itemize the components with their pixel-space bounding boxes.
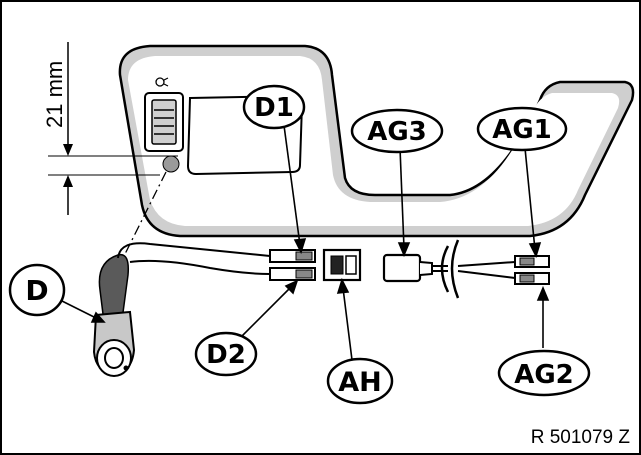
dimension-label: 21 mm	[42, 61, 67, 128]
leader-lines	[59, 117, 550, 361]
callout-d: D	[8, 263, 66, 317]
callout-ag1-label: AG1	[492, 115, 552, 145]
switch-d	[92, 253, 136, 377]
callout-ag3: AG3	[350, 108, 444, 154]
callout-ag2: AG2	[497, 349, 591, 397]
callout-d2-label: D2	[206, 340, 246, 370]
callout-ag1: AG1	[476, 106, 568, 152]
wiring-harness	[117, 239, 550, 299]
callout-ah-label: AH	[338, 367, 382, 398]
reference-code: R 501079 Z	[531, 427, 631, 448]
callout-ah: AH	[326, 357, 394, 405]
callout-d1: D1	[242, 84, 306, 130]
callout-ag3-label: AG3	[367, 117, 427, 147]
drill-hole-marker	[162, 155, 180, 173]
callout-d-label: D	[25, 274, 48, 307]
callout-ag2-label: AG2	[514, 360, 574, 390]
dimension-21mm: 21 mm	[42, 42, 178, 215]
callout-d1-label: D1	[254, 93, 294, 123]
callout-d2: D2	[194, 331, 258, 377]
